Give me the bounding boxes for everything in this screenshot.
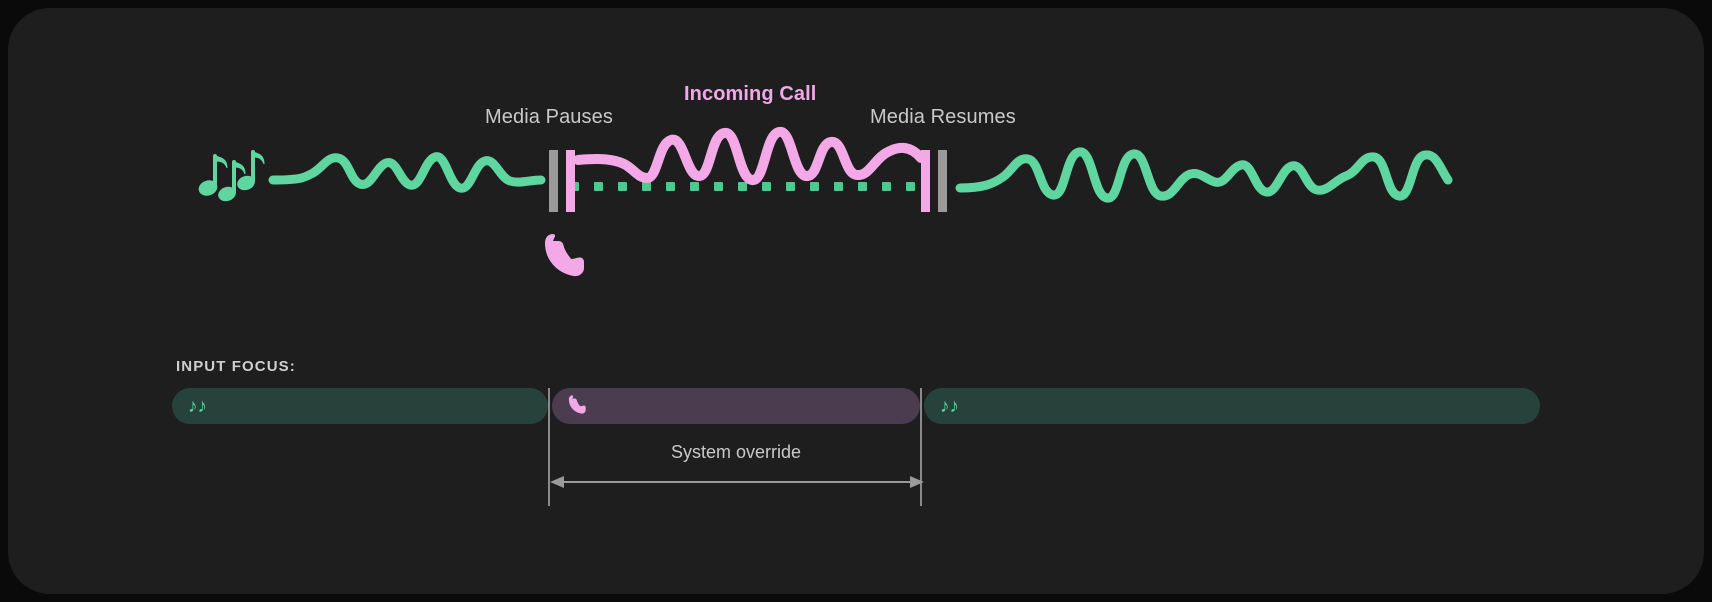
input-focus-heading: INPUT FOCUS: xyxy=(176,358,296,375)
system-override-label: System override xyxy=(670,442,802,462)
media-resumes-label: Media Resumes xyxy=(870,106,1016,128)
focus-segment-media-right[interactable]: ♪♪ xyxy=(924,388,1540,424)
muted-media-dots xyxy=(570,182,915,191)
override-guide-left xyxy=(548,388,550,506)
phone-handset-icon xyxy=(545,234,584,277)
waveform-graphic xyxy=(268,127,1453,212)
focus-segment-media-left[interactable]: ♪♪ xyxy=(172,388,548,424)
audio-timeline: Media Pauses Incoming Call Media Resumes xyxy=(8,8,1704,328)
phone-handset-icon xyxy=(568,394,587,418)
incoming-call-label: Incoming Call xyxy=(684,83,817,105)
diagram-card: Media Pauses Incoming Call Media Resumes xyxy=(8,8,1704,594)
focus-segment-call[interactable] xyxy=(552,388,920,424)
override-guide-right xyxy=(920,388,922,506)
call-wave xyxy=(573,127,926,185)
pause-marker-gray xyxy=(549,150,558,212)
resume-marker-gray xyxy=(938,150,947,212)
media-pauses-label: Media Pauses xyxy=(485,106,613,128)
pause-marker-pink xyxy=(566,150,575,212)
music-notes-icon: ♪♪ xyxy=(188,395,207,417)
input-focus-section: INPUT FOCUS: ♪♪ ♪♪ System override xyxy=(8,338,1704,594)
media-wave-before xyxy=(268,152,546,193)
resume-marker-pink xyxy=(921,150,930,212)
music-notes-icon xyxy=(198,150,265,202)
system-override-arrow xyxy=(550,476,924,488)
music-notes-icon: ♪♪ xyxy=(940,395,959,417)
media-wave-after xyxy=(955,147,1453,203)
